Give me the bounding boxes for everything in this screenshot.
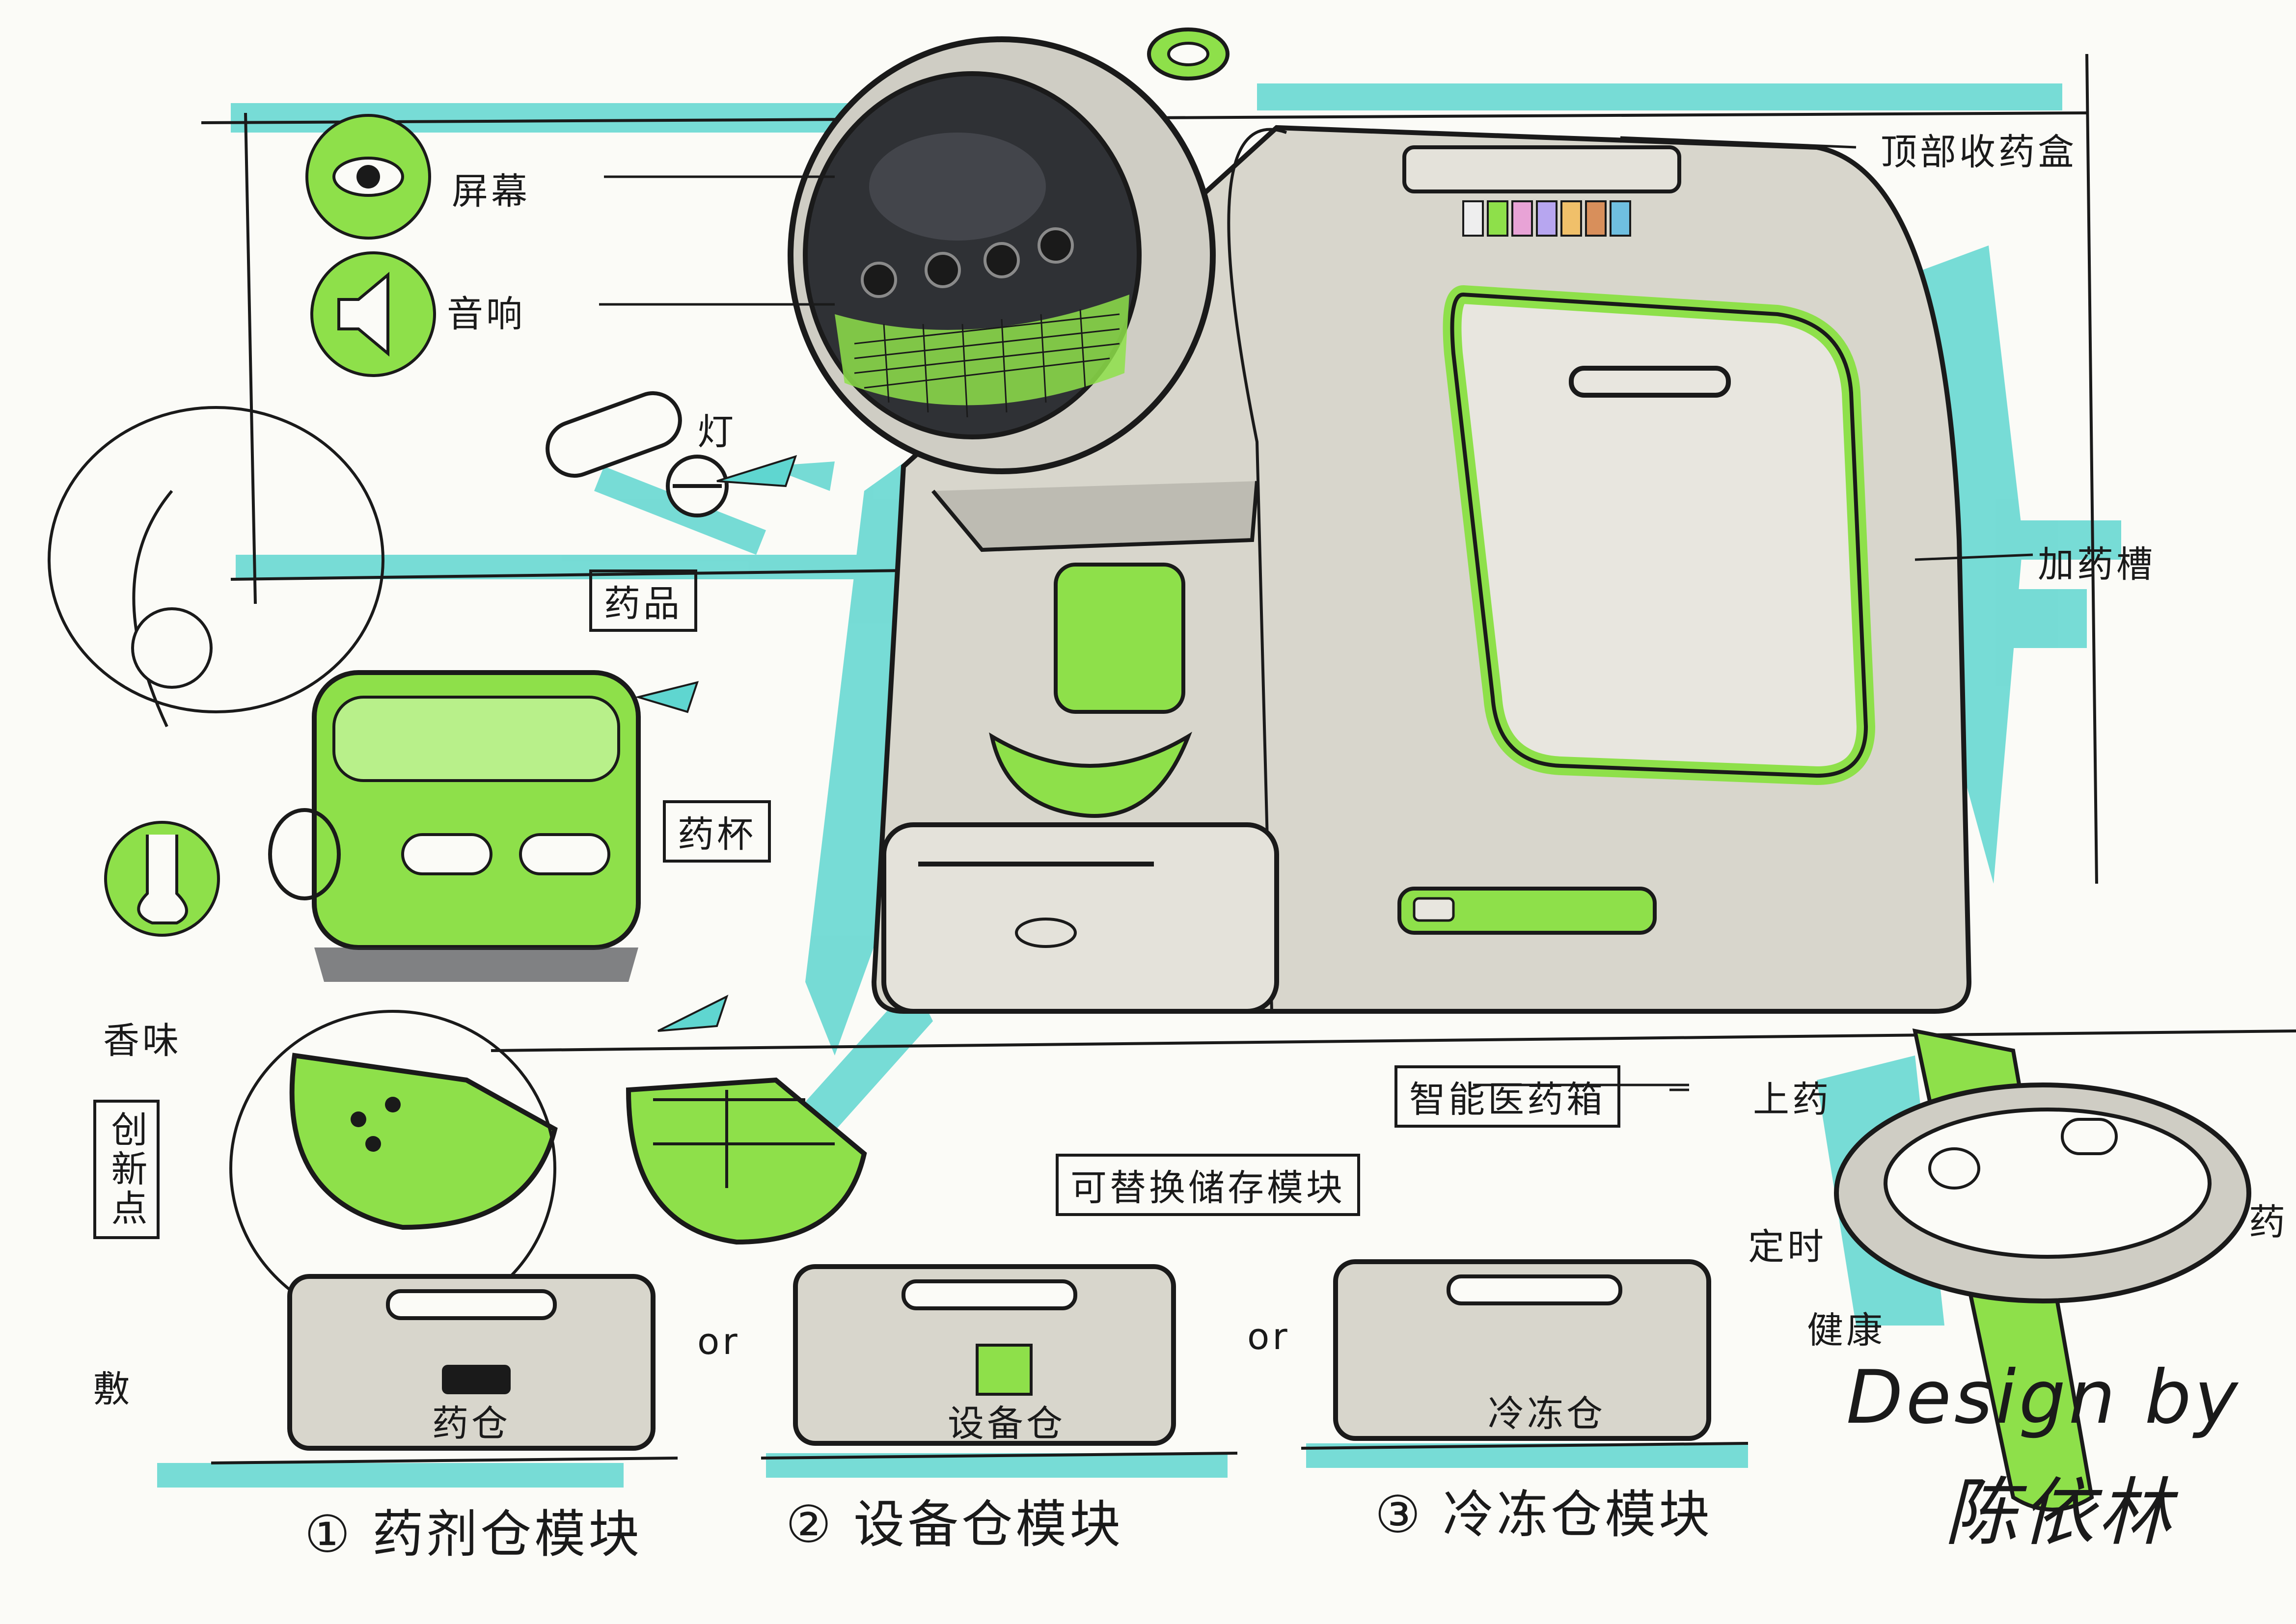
module-title-2: 设备仓模块	[853, 1494, 1124, 1554]
module-tag-1: 药仓	[432, 1403, 511, 1445]
label-top-storage: 顶部收药盒	[1881, 131, 2077, 173]
label-or-2: or	[1247, 1316, 1290, 1358]
label-slot: 加药槽	[2038, 543, 2156, 586]
mesh-grille	[854, 309, 1120, 418]
bowl-left	[289, 1053, 558, 1230]
label-flavor: 香味	[103, 1020, 182, 1062]
module-caption-3: ③ 冷冻仓模块	[1375, 1473, 1713, 1547]
module-caption-1: ① 药剂仓模块	[304, 1492, 642, 1567]
label-handle: 药杯	[663, 800, 771, 863]
label-watch-side: 药	[2249, 1201, 2288, 1244]
signature-line-1: Design by	[1846, 1355, 2241, 1440]
bowl-right	[626, 1077, 867, 1245]
smart-watch	[1834, 1028, 2251, 1512]
label-watch-1: 上药	[1753, 1079, 1831, 1121]
signature-line-2: 陈依林	[1944, 1470, 2175, 1556]
annotation-arrows	[599, 136, 2033, 1091]
module-number-2: ②	[786, 1494, 835, 1554]
module-number-3: ③	[1375, 1485, 1424, 1544]
label-watch-3: 健康	[1807, 1309, 1886, 1352]
label-pill: 药品	[589, 569, 697, 632]
label-left-arrow: 敷	[93, 1368, 133, 1410]
module-boxes	[287, 1259, 1711, 1451]
nose-icon	[104, 821, 220, 937]
label-speaker: 音响	[447, 293, 525, 335]
pill-case	[268, 670, 641, 982]
module-title-3: 冷冻仓模块	[1443, 1485, 1713, 1544]
machine-head	[788, 27, 1259, 818]
label-screen: 屏幕	[452, 170, 530, 213]
label-replaceable: 可替换储存模块	[1056, 1154, 1360, 1216]
label-watch-2: 定时	[1748, 1226, 1827, 1268]
frame-lines	[201, 54, 2296, 1464]
speaker-icon	[310, 251, 436, 377]
module-caption-2: ② 设备仓模块	[786, 1483, 1123, 1557]
label-or-1: or	[697, 1321, 740, 1363]
label-innovation: 创新点	[93, 1100, 160, 1239]
module-number-1: ①	[304, 1504, 354, 1564]
teal-arrows	[634, 455, 797, 1032]
module-title-1: 药剂仓模块	[372, 1504, 643, 1564]
color-chips	[1462, 200, 1631, 237]
label-light: 灯	[697, 411, 737, 453]
pill-icon	[546, 391, 729, 517]
label-smart-box: 智能医药箱	[1394, 1065, 1620, 1128]
face-outline	[48, 406, 384, 728]
module-tag-3: 冷冻仓	[1488, 1393, 1606, 1435]
eye-icon	[305, 114, 431, 240]
module-tag-2: 设备仓	[948, 1403, 1066, 1445]
